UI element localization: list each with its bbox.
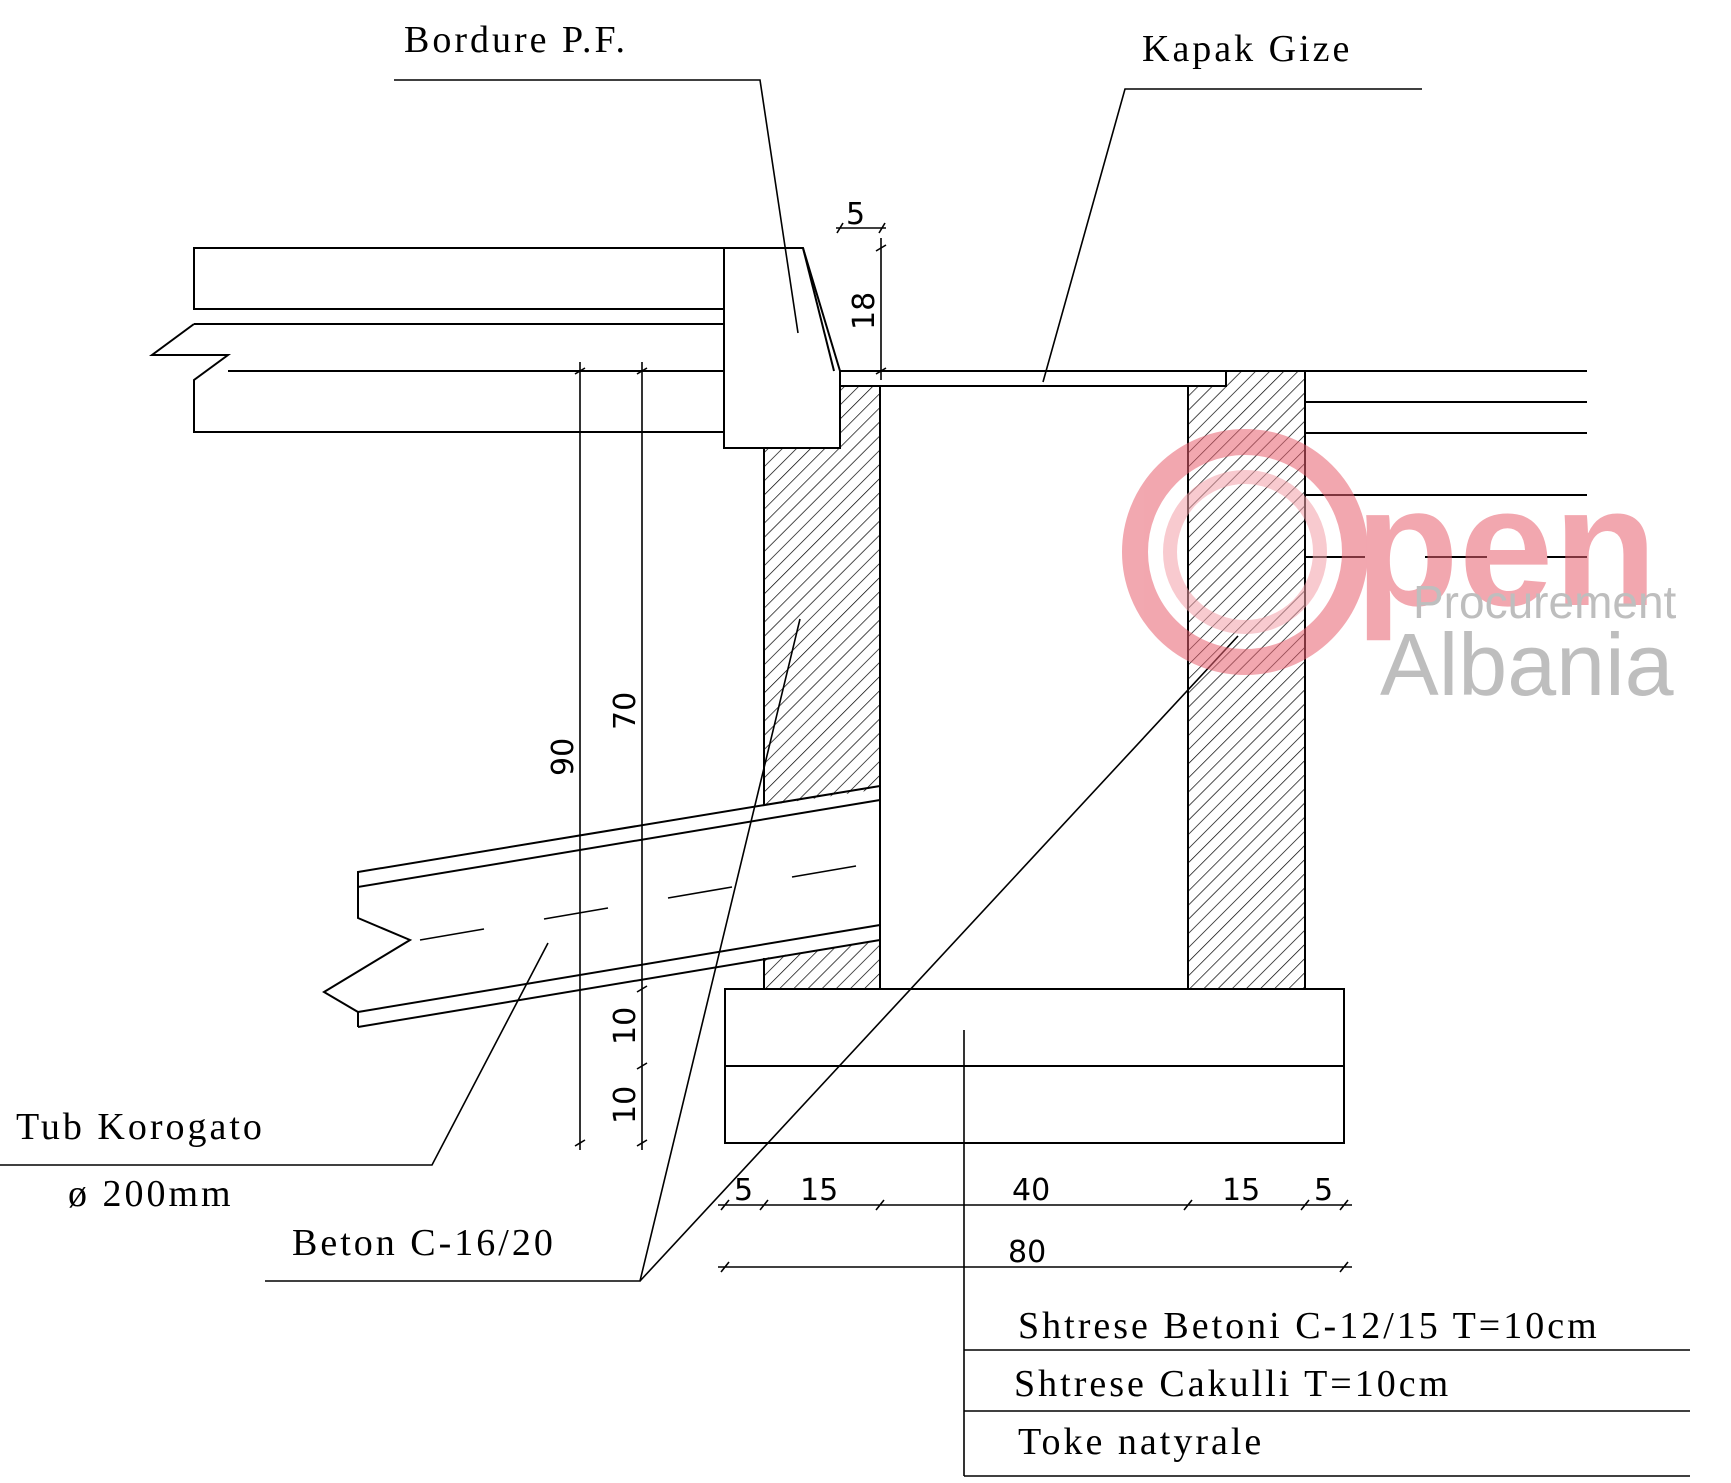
dim-bottom-40: 40	[1012, 1173, 1050, 1208]
watermark-procurement: Procurement	[1413, 576, 1677, 628]
label-kapak-gize: Kapak Gize	[1142, 28, 1352, 70]
watermark-ring-outer	[1122, 429, 1368, 675]
left-wall	[763, 385, 881, 989]
label-tub-diameter: ø 200mm	[68, 1173, 234, 1215]
dim-total-80: 80	[1008, 1235, 1046, 1270]
label-toke-natyrale: Toke natyrale	[1018, 1421, 1264, 1463]
label-shtrese-cakulli: Shtrese Cakulli T=10cm	[1014, 1363, 1451, 1405]
label-shtrese-betoni: Shtrese Betoni C-12/15 T=10cm	[1018, 1305, 1600, 1347]
watermark-ring-inner	[1163, 470, 1327, 634]
dim-bottom-15-left: 15	[800, 1173, 838, 1208]
leader-lines	[0, 79, 1690, 1477]
curb	[723, 247, 841, 449]
dim-bottom-15-right: 15	[1222, 1173, 1260, 1208]
dim-bottom-5-right: 5	[1314, 1173, 1333, 1208]
corrugated-pipe	[322, 785, 881, 1028]
watermark-albania: Albania	[1380, 615, 1674, 714]
foundation-slab	[724, 988, 1345, 1144]
dim-total-90: 90	[546, 738, 581, 776]
dim-curb-18: 18	[847, 292, 882, 330]
dimension-lines	[574, 222, 1352, 1273]
dim-inner-70: 70	[608, 692, 643, 730]
dim-layer-10a: 10	[608, 1007, 643, 1045]
label-bordure: Bordure P.F.	[404, 19, 628, 61]
label-tub-korogato: Tub Korogato	[16, 1106, 265, 1148]
label-beton: Beton C-16/20	[292, 1222, 556, 1264]
watermark-word: pen	[1355, 452, 1657, 642]
dim-top-5: 5	[846, 197, 865, 232]
dim-layer-10b: 10	[608, 1086, 643, 1124]
cast-iron-lid	[840, 370, 1227, 387]
road-pavement-left	[148, 247, 724, 433]
dim-bottom-5-left: 5	[734, 1173, 753, 1208]
watermark: pen Procurement Albania	[1122, 429, 1677, 714]
